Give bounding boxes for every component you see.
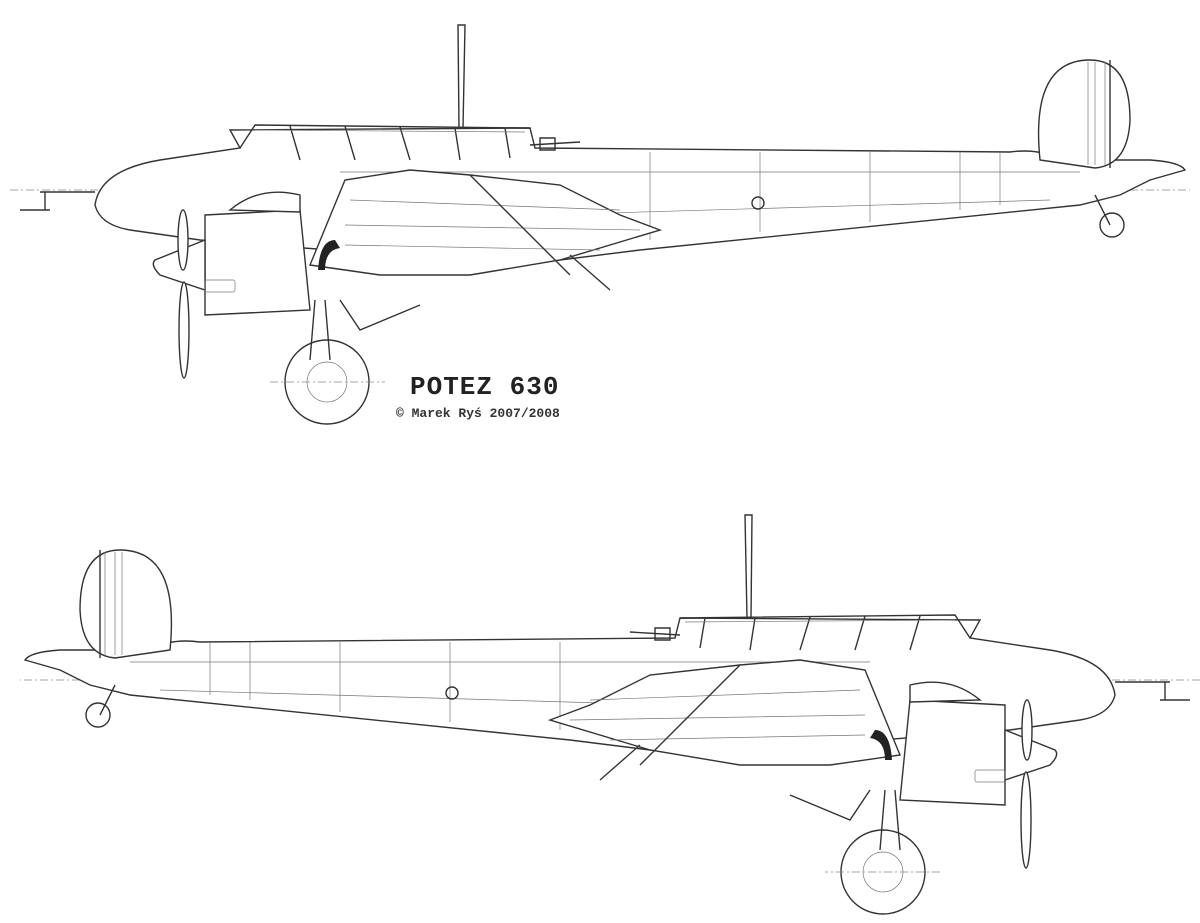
drawing-title: POTEZ 630 — [410, 372, 560, 402]
bottom-aircraft — [20, 514, 1200, 915]
drawing-credit: © Marek Ryś 2007/2008 — [396, 406, 560, 421]
top-aircraft — [10, 24, 1190, 425]
